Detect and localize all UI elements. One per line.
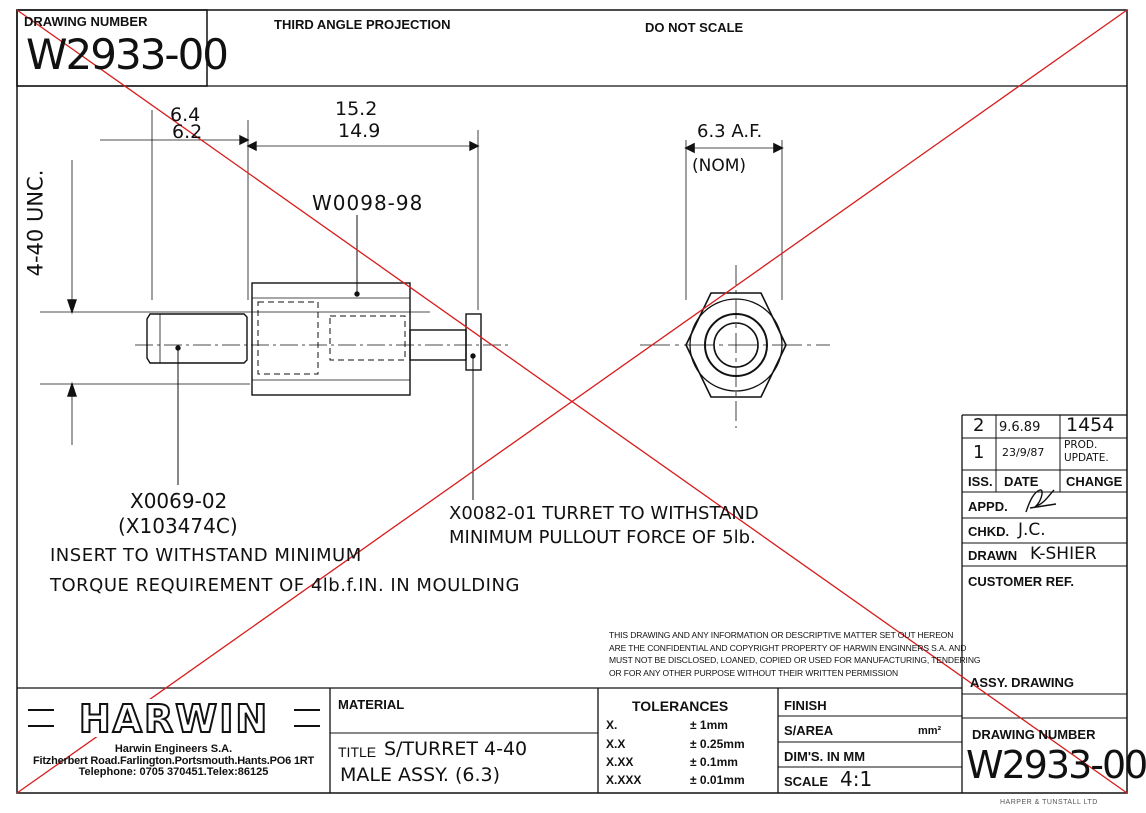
af-nom: (NOM): [692, 156, 747, 176]
rev-header-change: CHANGE: [1066, 474, 1123, 489]
dim-14-9: 14.9: [338, 120, 381, 142]
insert-note-2: TORQUE REQUIREMENT OF 4lb.f.IN. IN MOULD…: [50, 575, 520, 596]
title-line-2: MALE ASSY. (6.3): [340, 764, 501, 786]
tol-val-3: ± 0.1mm: [690, 755, 738, 769]
do-not-scale-label: DO NOT SCALE: [645, 20, 744, 35]
company-details: Harwin Engineers S.A. Fitzherbert Road.F…: [17, 743, 330, 779]
logo-text: HARWIN: [79, 697, 269, 741]
tol-fmt-1: X.: [606, 718, 618, 732]
side-view: [40, 110, 510, 500]
company-address: Fitzherbert Road.Farlington.Portsmouth.H…: [32, 754, 315, 767]
rev-change-1: PROD. UPDATE.: [1064, 439, 1109, 464]
rev-date-2: 9.6.89: [999, 420, 1041, 435]
title-label: TITLE: [338, 744, 377, 760]
customer-ref-label: CUSTOMER REF.: [968, 574, 1074, 589]
dim-6-2: 6.2: [172, 121, 203, 143]
scale-value: 4:1: [840, 767, 873, 791]
drawing-number-label-2: DRAWING NUMBER: [972, 727, 1096, 742]
title-line-1: S/TURRET 4-40: [384, 738, 528, 760]
sarea-unit: mm²: [918, 725, 942, 737]
drawing-number-box: [16, 9, 208, 87]
turret-note-2: MINIMUM PULLOUT FORCE OF 5lb.: [449, 527, 756, 548]
tol-fmt-2: X.X: [606, 737, 626, 751]
rev-header-date: DATE: [1004, 474, 1039, 489]
dim-6-4: 6.4: [170, 104, 201, 126]
turret-note-1: X0082-01 TURRET TO WITHSTAND: [449, 503, 759, 524]
af-dim: 6.3 A.F.: [697, 121, 763, 142]
thread-dim: 4-40 UNC.: [23, 169, 48, 277]
dim-15-2: 15.2: [335, 98, 378, 120]
rev-date-1: 23/9/87: [1002, 446, 1045, 459]
assy-drawing-label: ASSY. DRAWING: [970, 675, 1075, 690]
tol-val-4: ± 0.01mm: [690, 773, 745, 787]
chkd-value: J.C.: [1018, 520, 1046, 540]
drawn-label: DRAWN: [968, 548, 1018, 563]
projection-label: THIRD ANGLE PROJECTION: [274, 17, 451, 32]
appd-label: APPD.: [968, 499, 1008, 514]
appd-signature: [1025, 489, 1057, 513]
company-phone: Telephone: 0705 370451.Telex:86125: [78, 766, 269, 778]
tol-val-2: ± 0.25mm: [690, 737, 745, 751]
rev-iss-1: 1: [973, 442, 985, 463]
scale-label: SCALE: [784, 774, 829, 789]
end-view: [640, 140, 830, 428]
part-x103474c: (X103474C): [118, 514, 238, 538]
material-label: MATERIAL: [338, 697, 405, 712]
drawing-number: W2933-00: [26, 30, 229, 79]
tol-fmt-4: X.XXX: [606, 773, 642, 787]
finish-label: FINISH: [784, 698, 827, 713]
rev-change-2: 1454: [1066, 414, 1115, 436]
company-name: Harwin Engineers S.A.: [114, 743, 233, 755]
chkd-label: CHKD.: [968, 524, 1010, 539]
confidential-note: THIS DRAWING AND ANY INFORMATION OR DESC…: [609, 630, 981, 678]
drawn-value: K-SHIER: [1030, 544, 1097, 564]
harwin-logo: HARWIN: [28, 696, 320, 742]
tol-val-1: ± 1mm: [690, 718, 728, 732]
insert-note-1: INSERT TO WITHSTAND MINIMUM: [50, 545, 362, 566]
sarea-label: S/AREA: [784, 723, 834, 738]
tolerances-label: TOLERANCES: [632, 698, 729, 714]
drawing-number-2: W2933-00: [966, 743, 1146, 787]
printer-credit: HARPER & TUNSTALL LTD: [1000, 799, 1098, 806]
outer-border: [16, 9, 1128, 794]
drawing-number-label: DRAWING NUMBER: [24, 14, 148, 29]
rev-header-iss: ISS.: [968, 474, 993, 489]
tol-fmt-3: X.XX: [606, 755, 634, 769]
rev-iss-2: 2: [973, 415, 985, 436]
dims-label: DIM'S. IN MM: [784, 749, 866, 764]
part-x0069: X0069-02: [130, 489, 228, 513]
cancel-line-2: [16, 9, 1128, 794]
part-w0098: W0098-98: [312, 191, 424, 215]
